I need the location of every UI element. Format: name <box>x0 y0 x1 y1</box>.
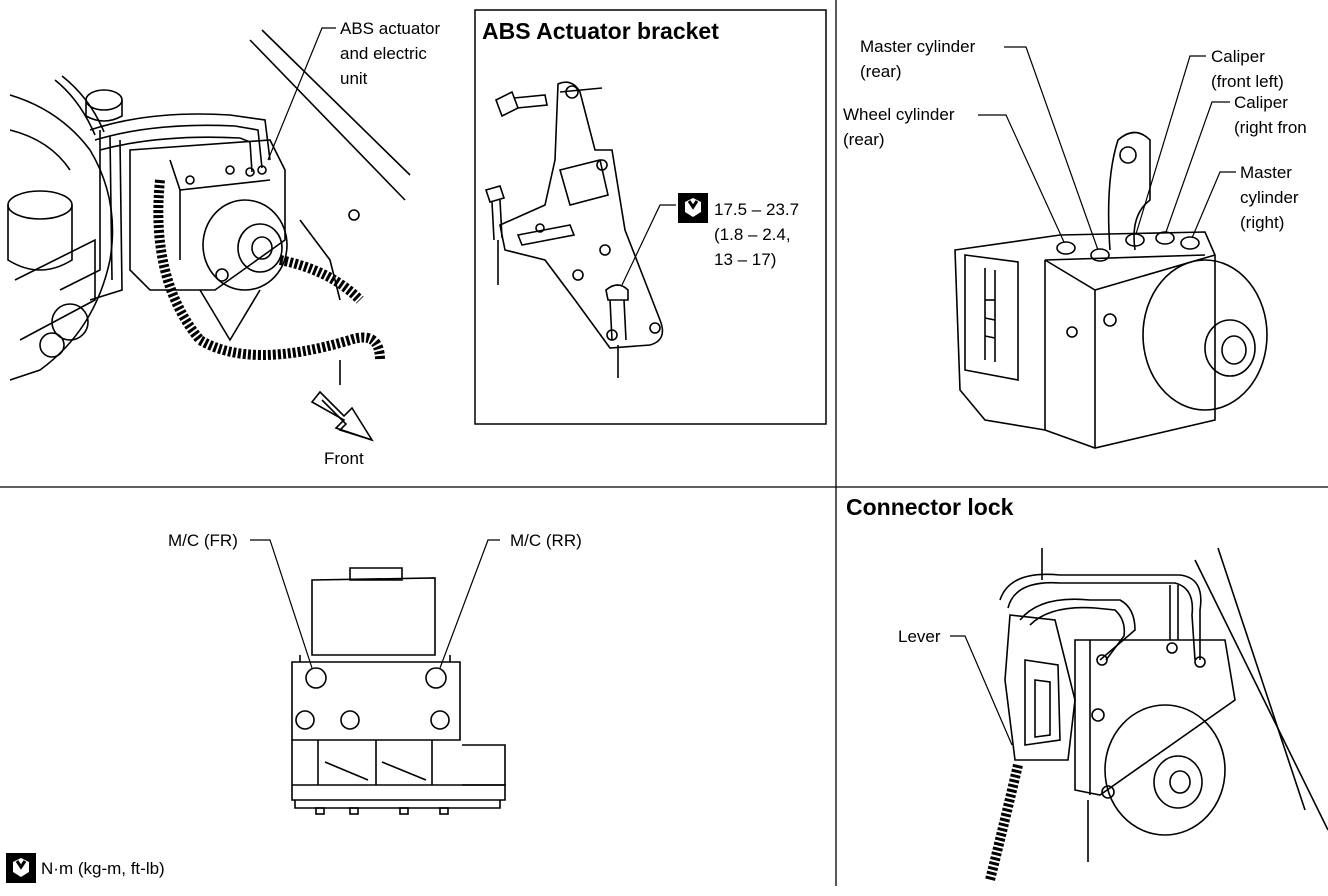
front-label: Front <box>324 449 364 468</box>
bracket-illustration <box>484 81 676 378</box>
actuator-ports-illustration <box>954 46 1268 449</box>
mc-rr-label: M/C (RR) <box>510 531 582 550</box>
mc-fr-label: M/C (FR) <box>168 531 238 550</box>
master-cylinder-rear-label: Master cylinder (rear) <box>860 37 976 81</box>
torque-spec: 17.5 – 23.7 (1.8 – 2.4, 13 – 17) <box>714 200 800 269</box>
connector-lock-title: Connector lock <box>846 494 1014 520</box>
connector-lock-illustration <box>950 547 1328 882</box>
abs-actuator-label: ABS actuator and electric unit <box>340 19 441 88</box>
wheel-cylinder-rear-label: Wheel cylinder (rear) <box>843 105 955 149</box>
torque-wrench-icon <box>678 193 708 223</box>
master-cylinder-right-label: Master cylinder (right) <box>1240 163 1299 232</box>
unit-legend-text: N·m (kg-m, ft-lb) <box>41 859 165 878</box>
caliper-front-left-label: Caliper (front left) <box>1211 47 1284 91</box>
caliper-right-front-label: Caliper (right fron <box>1234 93 1307 137</box>
legend-torque-icon <box>6 853 36 883</box>
front-direction-arrow <box>310 390 374 442</box>
mc-ports-illustration <box>250 539 506 815</box>
engine-bay-illustration <box>7 27 411 385</box>
lever-label: Lever <box>898 627 941 646</box>
bracket-title: ABS Actuator bracket <box>482 18 719 44</box>
bracket-frame <box>474 9 827 425</box>
